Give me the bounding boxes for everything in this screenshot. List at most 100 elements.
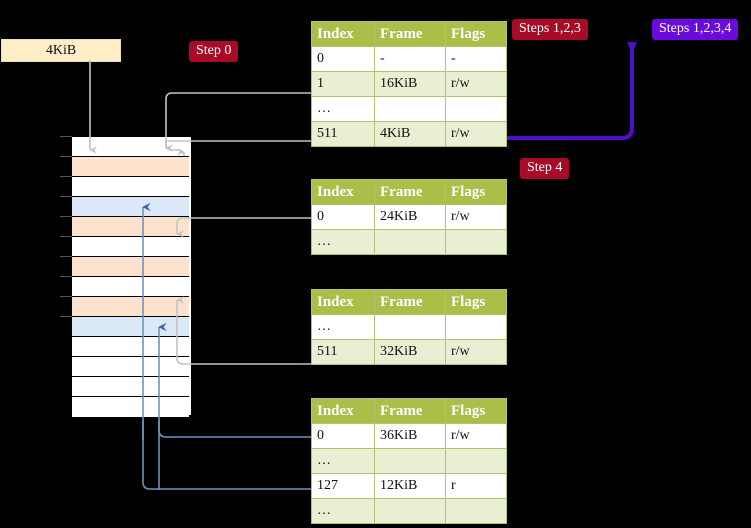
pdp-table-r0-flags: r/w (445, 204, 507, 230)
memory-cell-1 (72, 157, 189, 177)
frame-4kib-box: 4KiB (1, 39, 121, 62)
memory-tick-9 (60, 316, 72, 317)
pt-table-r2-frame: 12KiB (374, 473, 446, 499)
pml4-table-r2-flags (445, 96, 507, 122)
pd-table-r1-frame: 32KiB (374, 339, 446, 365)
pt-table-r0-frame: 36KiB (374, 423, 446, 449)
pt-table-r0-flags: r/w (445, 423, 507, 449)
memory-cell-5 (72, 237, 189, 257)
memory-cell-13 (72, 397, 189, 417)
pml4-table-r2-index: … (311, 96, 375, 122)
pdp-table-r0-index: 0 (311, 204, 375, 230)
connector-pt-127-to-memory (142, 420, 312, 490)
table-row: … (311, 448, 507, 474)
pt-table-r1-frame (374, 448, 446, 474)
pml4-table-r1-frame: 16KiB (374, 71, 446, 97)
memory-cell-6 (72, 257, 189, 277)
pml4-table-header-index: Index (311, 21, 375, 47)
table-row: … (311, 314, 507, 340)
pml4-table-r0-flags: - (445, 46, 507, 72)
pt-table-header-frame: Frame (374, 398, 446, 424)
pml4-table-r3-index: 511 (311, 121, 375, 147)
pt-table-r2-index: 127 (311, 473, 375, 499)
pd-table-r1-index: 511 (311, 339, 375, 365)
memory-cell-11 (72, 357, 189, 377)
memory-tick-4 (60, 216, 72, 217)
connector-pd-511-to-memory (176, 296, 312, 365)
table-row: 0-- (311, 46, 507, 72)
pdp-table-header-flags: Flags (445, 179, 507, 205)
pdp-table-r1-frame (374, 229, 446, 255)
frame-4kib-label: 4KiB (45, 42, 77, 58)
pml4-table-r3-flags: r/w (445, 121, 507, 147)
table-row: … (311, 229, 507, 255)
memory-cell-0 (72, 137, 189, 157)
connector-pt-0-to-memory (158, 420, 312, 438)
memory-tick-1 (60, 156, 72, 157)
pml4-table-r3-frame: 4KiB (374, 121, 446, 147)
pt-table-r3-flags (445, 498, 507, 524)
memory-cells-container (72, 137, 189, 417)
badge-steps-1234: Steps 1,2,3,4 (652, 19, 739, 40)
pml4-table-r0-frame: - (374, 46, 446, 72)
badge-steps-123: Steps 1,2,3 (512, 19, 588, 40)
pd-table-header-index: Index (311, 289, 375, 315)
table-row: … (311, 96, 507, 122)
pd-table-header-frame: Frame (374, 289, 446, 315)
pdp-table-r0-frame: 24KiB (374, 204, 446, 230)
pd-table-r0-frame (374, 314, 446, 340)
pd-table-r0-flags (445, 314, 507, 340)
pt-table-header-flags: Flags (445, 398, 507, 424)
pt-table-header-index: Index (311, 398, 375, 424)
pt-table-r0-index: 0 (311, 423, 375, 449)
memory-tick-6 (60, 256, 72, 257)
memory-tick-8 (60, 296, 72, 297)
pd-table-header-flags: Flags (445, 289, 507, 315)
table-row: … (311, 498, 507, 524)
pd-table-r1-flags: r/w (445, 339, 507, 365)
memory-tick-2 (60, 176, 72, 177)
memory-tick-5 (60, 236, 72, 237)
connector-pdp-0-to-memory (176, 217, 312, 238)
pt-table-r3-frame (374, 498, 446, 524)
memory-cell-4 (72, 217, 189, 237)
pml4-table-r0-index: 0 (311, 46, 375, 72)
memory-tick-7 (60, 276, 72, 277)
pml4-table-header-flags: Flags (445, 21, 507, 47)
pml4-table-r1-index: 1 (311, 71, 375, 97)
pdp-table-header-frame: Frame (374, 179, 446, 205)
memory-cell-12 (72, 377, 189, 397)
pdp-table-r1-index: … (311, 229, 375, 255)
memory-cell-8 (72, 297, 189, 317)
memory-cell-9 (72, 317, 189, 337)
badge-step-0: Step 0 (189, 41, 239, 62)
pt-table-r1-index: … (311, 448, 375, 474)
badge-step-4: Step 4 (520, 158, 570, 179)
pt-table-r3-index: … (311, 498, 375, 524)
pdp-table-header-index: Index (311, 179, 375, 205)
memory-tick-0 (60, 136, 72, 137)
pml4-table-r1-flags: r/w (445, 71, 507, 97)
memory-cell-10 (72, 337, 189, 357)
pt-table-r2-flags: r (445, 473, 507, 499)
pml4-table-header-frame: Frame (374, 21, 446, 47)
pdp-table-r1-flags (445, 229, 507, 255)
pt-table-r1-flags (445, 448, 507, 474)
pml4-table-r2-frame (374, 96, 446, 122)
memory-tick-3 (60, 196, 72, 197)
